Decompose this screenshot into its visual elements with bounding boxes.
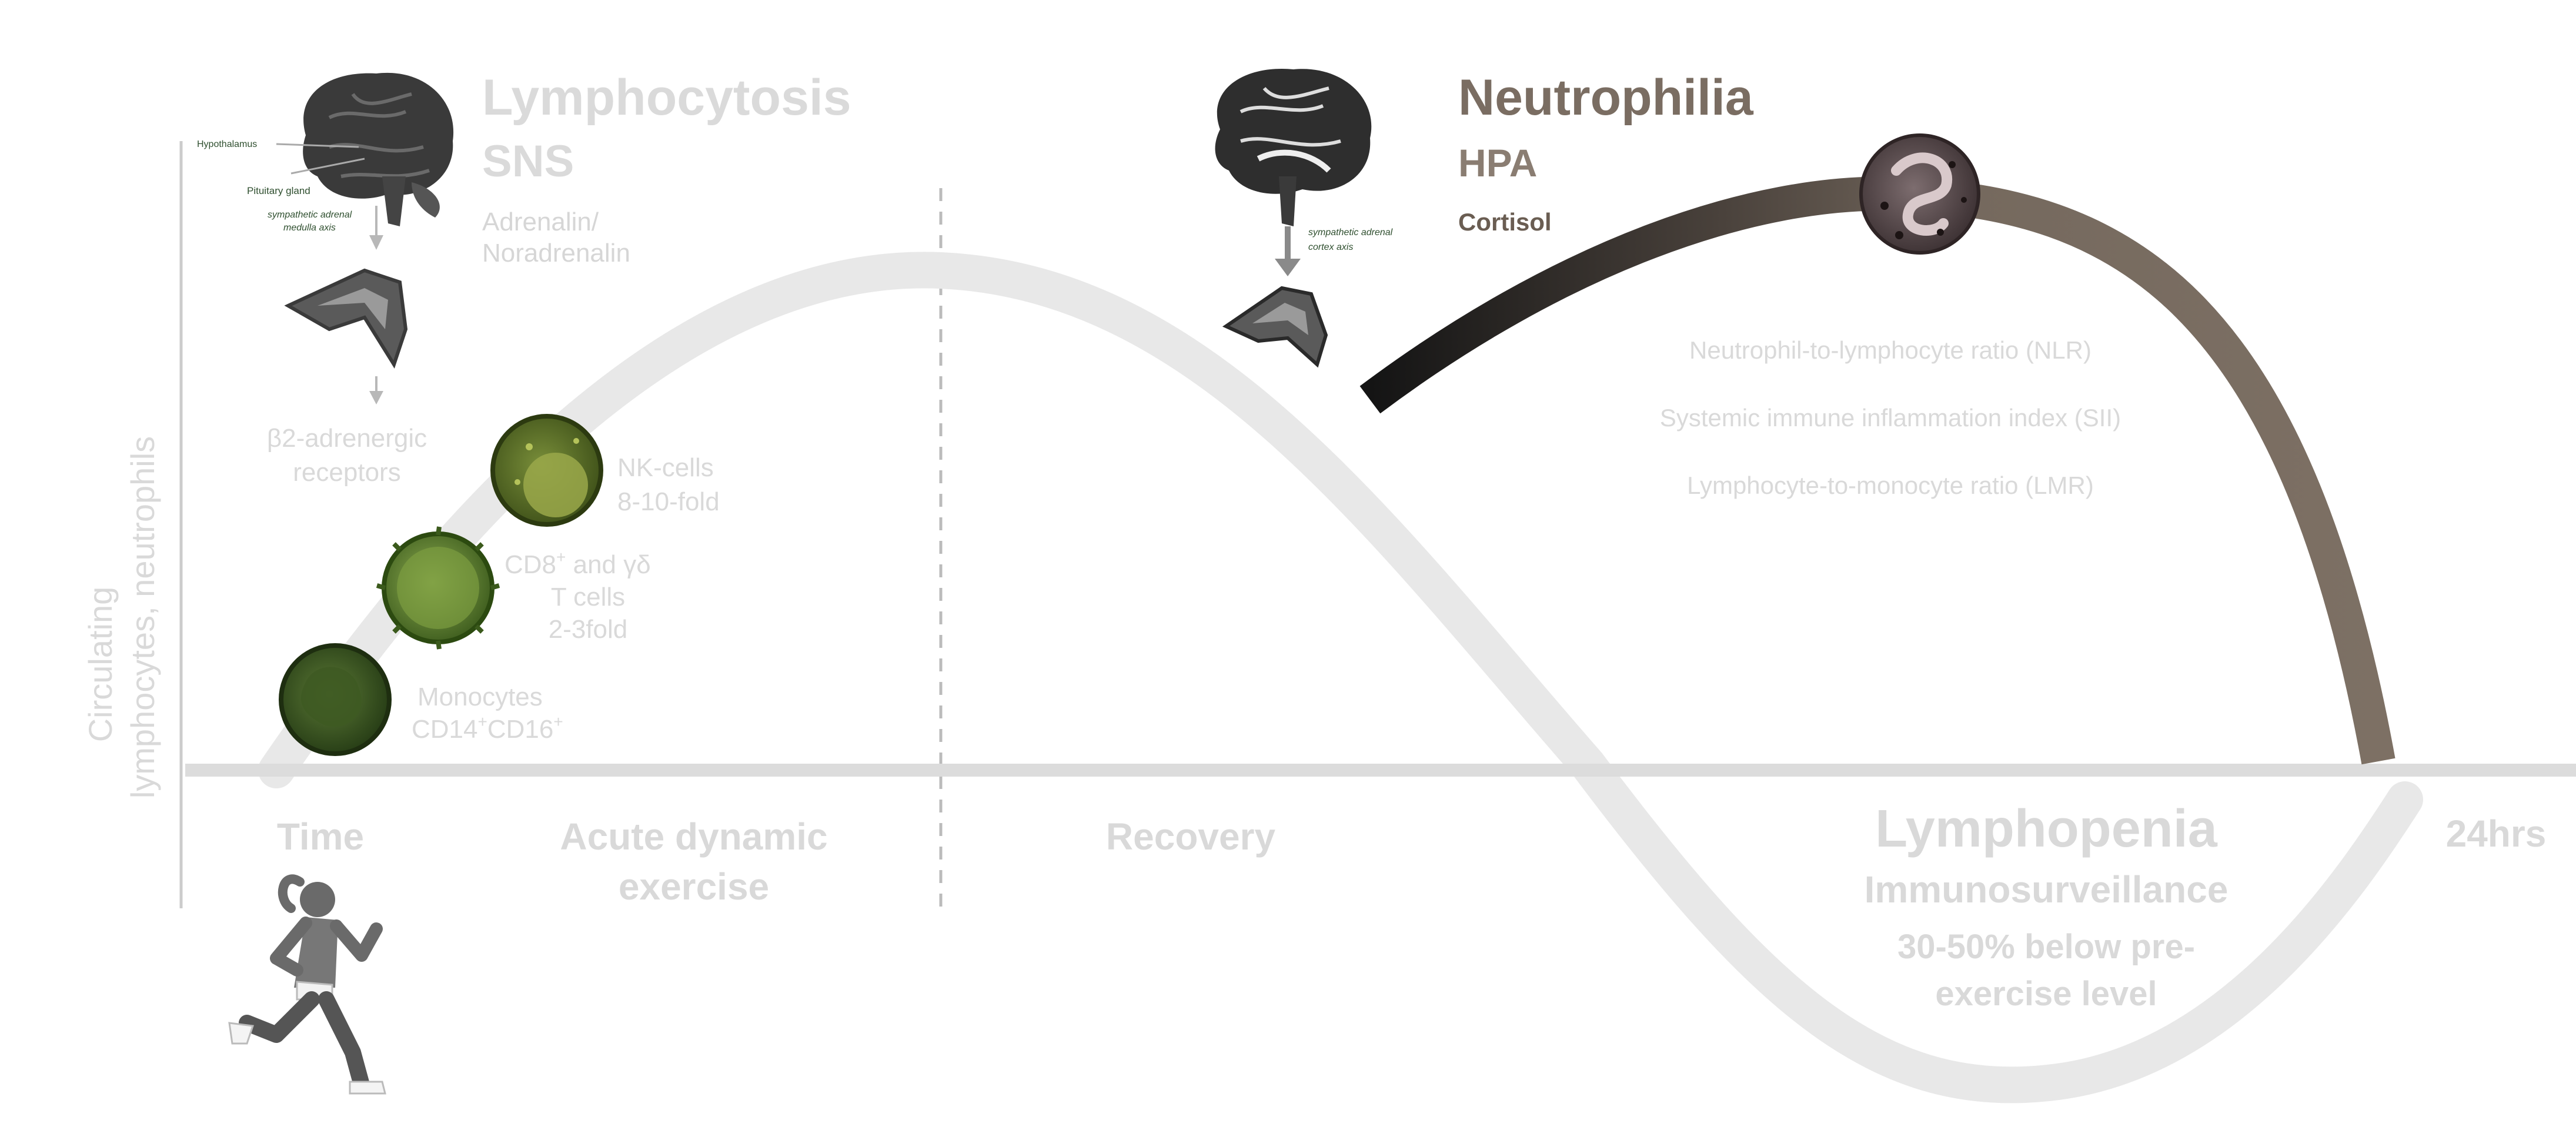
monocytes-label: Monocytes bbox=[417, 683, 543, 711]
receptors-label-2: receptors bbox=[293, 458, 400, 487]
monocytes-cd16-sup: + bbox=[553, 713, 563, 731]
monocyte-icon bbox=[279, 643, 392, 756]
neutrophil-cell-icon bbox=[1859, 133, 1980, 255]
t-cells-fold: 2-3fold bbox=[549, 615, 628, 644]
arrowhead-brain-to-adrenal bbox=[369, 235, 383, 250]
arrowhead-brain-to-adrenal-hpa bbox=[1275, 259, 1301, 276]
t-cells-label: T cells bbox=[551, 583, 625, 611]
exercise-label-2: exercise bbox=[619, 865, 769, 908]
receptors-label-1: β2-adrenergic bbox=[267, 424, 427, 453]
nk-cell-icon bbox=[490, 414, 603, 527]
monocytes-cd16: CD16 bbox=[487, 715, 554, 744]
t-cells-label-cd8: CD8 bbox=[504, 550, 556, 579]
recovery-label: Recovery bbox=[1106, 815, 1276, 858]
nk-cells-fold: 8-10-fold bbox=[617, 487, 720, 516]
pituitary-pointer bbox=[290, 158, 365, 175]
brain-sns-icon bbox=[303, 72, 454, 226]
hpa-axis-label-1: sympathetic adrenal bbox=[1308, 228, 1393, 238]
neutrophilia-title: Neutrophilia bbox=[1458, 69, 1754, 126]
lymphopenia-title: Lymphopenia bbox=[1875, 800, 2218, 858]
t-cells-label-cd8-sup: + bbox=[556, 548, 566, 566]
sns-axis-label-1: sympathetic adrenal bbox=[268, 210, 352, 220]
monocytes-cd14-sup: + bbox=[478, 713, 487, 731]
hypothalamus-pointer bbox=[276, 143, 359, 148]
sns-axis-label-2: medulla axis bbox=[283, 223, 336, 233]
time-label: Time bbox=[277, 815, 364, 858]
ratio-lmr: Lymphocyte-to-monocyte ratio (LMR) bbox=[1687, 471, 2094, 499]
monocytes-cd14: CD14 bbox=[412, 715, 478, 744]
ratio-sii: Systemic immune inflammation index (SII) bbox=[1660, 404, 2121, 432]
svg-text:CD8+ and γδ: CD8+ and γδ bbox=[504, 548, 651, 579]
adrenal-gland-hpa-icon bbox=[1222, 286, 1328, 368]
noradrenalin-label: Noradrenalin bbox=[482, 239, 630, 267]
lymphocytosis-title: Lymphocytosis bbox=[482, 69, 851, 126]
arrowhead-adrenal-to-receptors bbox=[369, 391, 383, 404]
svg-text:CD14+CD16+: CD14+CD16+ bbox=[412, 713, 563, 744]
immunosurveillance-label: Immunosurveillance bbox=[1865, 868, 2228, 911]
lymphocyte-curve bbox=[258, 252, 2423, 1103]
hypothalamus-label: Hypothalamus bbox=[197, 139, 257, 149]
exercise-label-1: Acute dynamic bbox=[560, 815, 827, 858]
adrenal-gland-sns-icon bbox=[284, 268, 408, 369]
sns-label: SNS bbox=[482, 136, 574, 186]
lymphopenia-level-2: exercise level bbox=[1935, 975, 2157, 1013]
pituitary-label: Pituitary gland bbox=[247, 185, 310, 196]
end-time-label: 24hrs bbox=[2446, 812, 2547, 855]
ratio-nlr: Neutrophil-to-lymphocyte ratio (NLR) bbox=[1689, 336, 2091, 364]
runner-icon bbox=[228, 874, 386, 1095]
y-axis-label-1: Circulating bbox=[82, 587, 119, 743]
lymphopenia-level-1: 30-50% below pre- bbox=[1897, 928, 2195, 966]
hpa-axis-label-2: cortex axis bbox=[1308, 242, 1353, 252]
brain-hpa-icon bbox=[1215, 68, 1372, 226]
adrenalin-label: Adrenalin/ bbox=[482, 208, 599, 236]
t-cells-label-gd: and γδ bbox=[566, 550, 650, 579]
hpa-label: HPA bbox=[1458, 141, 1537, 185]
y-axis-label-2: lymphocytes, neutrophils bbox=[124, 436, 161, 798]
t-cell-icon bbox=[376, 526, 500, 650]
nk-cells-label: NK-cells bbox=[617, 453, 714, 482]
cortisol-label: Cortisol bbox=[1458, 208, 1552, 236]
